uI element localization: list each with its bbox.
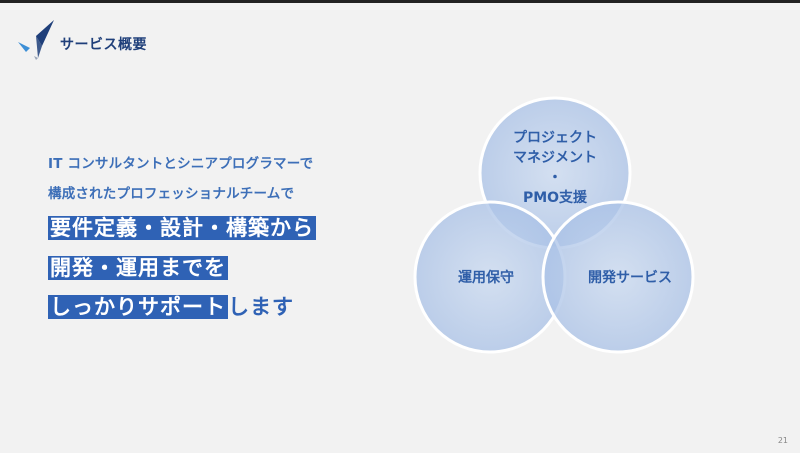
headline-line-3: しっかりサポートします — [48, 292, 294, 322]
venn-label-operations: 運用保守 — [458, 270, 514, 286]
brand-logo-icon — [18, 20, 54, 60]
venn-label-pmo-line-2: マネジメント — [513, 150, 597, 166]
headline-line-2: 開発・運用までを — [48, 253, 228, 283]
headline-tail: します — [228, 295, 294, 319]
venn-diagram — [413, 96, 695, 354]
headline-highlight-1: 要件定義・設計・構築から — [48, 216, 316, 240]
venn-label-pmo: プロジェクト マネジメント ・ PMO支援 — [490, 128, 620, 208]
headline-line-1: 要件定義・設計・構築から — [48, 213, 316, 243]
venn-label-development: 開発サービス — [588, 270, 672, 286]
section-title: サービス概要 — [60, 37, 147, 53]
headline-highlight-3: しっかりサポート — [48, 295, 228, 319]
venn-label-pmo-line-4: PMO支援 — [522, 190, 588, 206]
venn-circle-right — [541, 200, 695, 354]
venn-label-pmo-line-1: プロジェクト — [513, 130, 597, 146]
venn-label-pmo-line-3: ・ — [548, 170, 562, 186]
page-number: 21 — [777, 436, 788, 445]
headline-highlight-2: 開発・運用までを — [48, 256, 228, 280]
intro-line-1: IT コンサルタントとシニアプログラマーで — [48, 156, 314, 172]
intro-line-2: 構成されたプロフェッショナルチームで — [48, 186, 295, 202]
